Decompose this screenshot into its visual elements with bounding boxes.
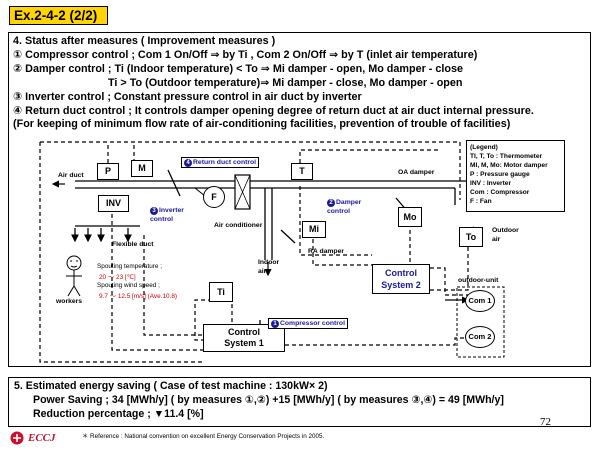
motor-damper-m: M bbox=[131, 160, 153, 177]
reference-note: ＊ Reference : National convention on exc… bbox=[82, 433, 325, 440]
measure-4-line: ④ Return duct control ; It controls damp… bbox=[13, 105, 534, 117]
legend-item: INV : Inverter bbox=[470, 180, 512, 187]
reduction-percentage-line: Reduction percentage ; ▼11.4 [%] bbox=[33, 408, 204, 420]
legend-item: P : Pressure gauge bbox=[470, 171, 530, 178]
measure-2-line-b: Ti > To (Outdoor temperature)⇒ Mi damper… bbox=[108, 77, 463, 89]
note-number: 1 bbox=[271, 320, 279, 328]
spouting-speed-label: Spouting wind speed ; bbox=[97, 282, 160, 289]
spouting-speed-value: 9.7 ～ 12.5 [m/s] (Ave.10.8) bbox=[99, 293, 178, 300]
compressor-2: Com 2 bbox=[465, 326, 495, 348]
compressor-1: Com 1 bbox=[465, 290, 495, 312]
note-number: 4 bbox=[184, 159, 192, 167]
diagram-legend: (Legend) TI, T, To : Thermometer MI, M, … bbox=[466, 140, 565, 212]
note-text: Compressor control bbox=[280, 320, 345, 327]
fan-icon: F bbox=[203, 186, 225, 208]
section-5-heading: 5. Estimated energy saving ( Case of tes… bbox=[14, 380, 328, 392]
workers-label: workers bbox=[56, 298, 83, 305]
legend-item: F : Fan bbox=[470, 198, 492, 205]
eccj-logo-text: ECCJ bbox=[28, 432, 56, 444]
measure-3-line: ③ Inverter control ; Constant pressure c… bbox=[13, 91, 362, 103]
legend-item: TI, T, To : Thermometer bbox=[470, 153, 543, 160]
control-system-2: Control System 2 bbox=[372, 264, 430, 294]
outdoor-unit-label: outdoor-unit bbox=[458, 277, 499, 284]
status-section-frame bbox=[8, 32, 591, 367]
air-duct-label: Air duct bbox=[58, 172, 84, 179]
slide-title: Ex.2-4-2 (2/2) bbox=[9, 6, 108, 25]
measure-4-note: (For keeping of minimum flow rate of air… bbox=[13, 118, 511, 130]
thermometer-to: To bbox=[459, 227, 483, 247]
thermometer-ti: Ti bbox=[209, 282, 233, 302]
legend-item: Com : Compressor bbox=[470, 189, 530, 196]
measure-1-line: ① Compressor control ; Com 1 On/Off ⇒ by… bbox=[13, 49, 478, 61]
legend-title: (Legend) bbox=[470, 144, 498, 151]
inverter-box: INV bbox=[98, 195, 129, 212]
section-4-heading: 4. Status after measures ( Improvement m… bbox=[13, 35, 276, 47]
air-conditioner-label: Air conditioner bbox=[214, 222, 263, 229]
eccj-logo-icon bbox=[10, 431, 24, 445]
note-text: Damper control bbox=[327, 199, 362, 215]
motor-damper-mo: Mo bbox=[398, 207, 422, 227]
note-number: 3 bbox=[150, 207, 158, 215]
ra-damper-label: RA damper bbox=[308, 248, 345, 255]
flexible-duct-label: Flexible duct bbox=[112, 241, 154, 248]
note-number: 2 bbox=[327, 199, 335, 207]
legend-item: MI, M, Mo: Motor damper bbox=[470, 162, 548, 169]
outdoor-air-label: Outdoor air bbox=[492, 227, 519, 243]
page-number: 72 bbox=[540, 416, 551, 428]
energy-saving-frame bbox=[8, 377, 591, 427]
indoor-air-label: Indoor air bbox=[258, 259, 280, 275]
spouting-temp-label: Spouting temperature ; bbox=[97, 263, 163, 270]
power-saving-line: Power Saving ; 34 [MWh/y] ( by measures … bbox=[33, 394, 504, 406]
note-text: Inverter control bbox=[150, 207, 184, 223]
spouting-temp-value: 20 ～ 23 [℃] bbox=[99, 274, 136, 281]
thermometer-t: T bbox=[291, 163, 313, 180]
pressure-gauge-p: P bbox=[97, 163, 119, 180]
measure-2-line: ② Damper control ; Ti (Indoor temperatur… bbox=[13, 63, 464, 75]
note-text: Return duct control bbox=[193, 159, 257, 166]
motor-damper-mi: Mi bbox=[302, 221, 326, 238]
oa-damper-label: OA damper bbox=[398, 169, 435, 176]
